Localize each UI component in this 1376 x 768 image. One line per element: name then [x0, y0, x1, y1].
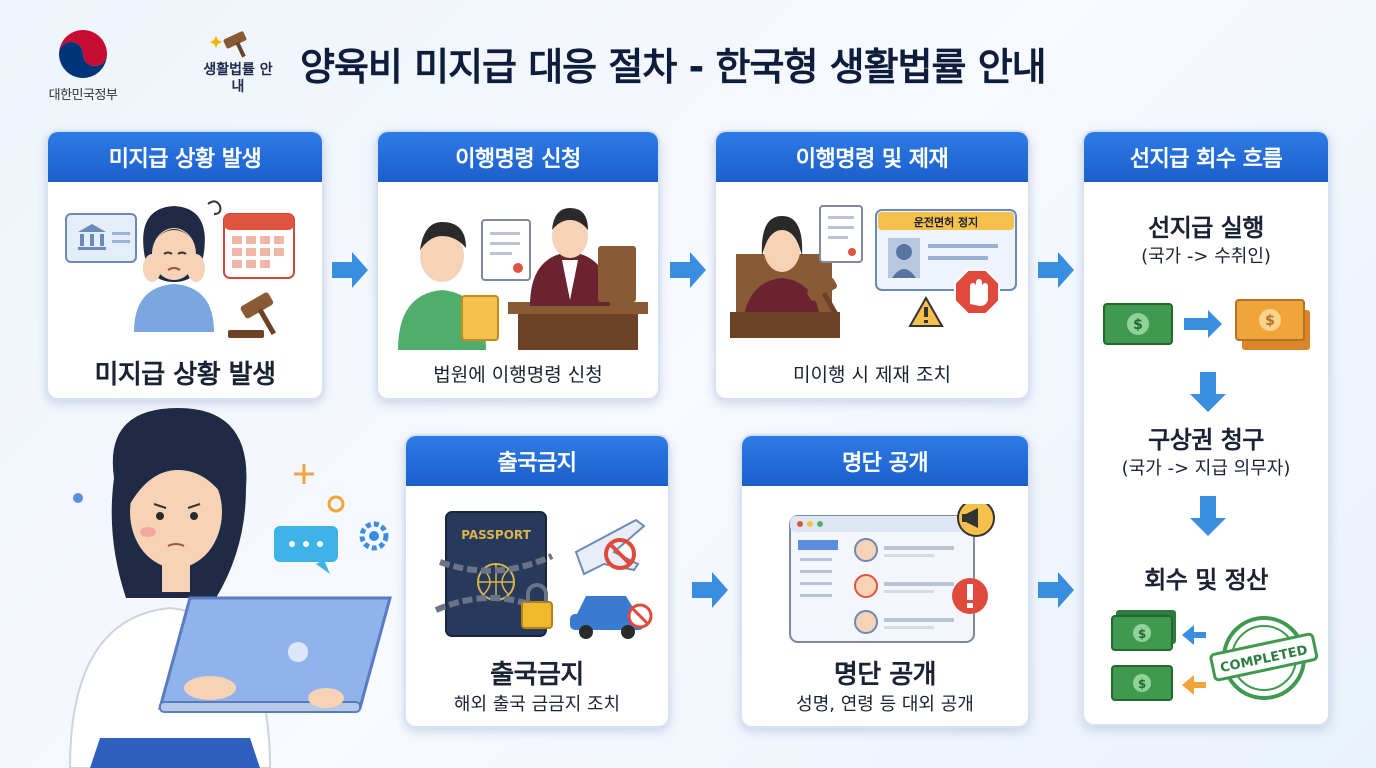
stage-sub: (국가 -> 지급 의무자)	[1121, 458, 1291, 479]
page-title: 양육비 미지급 대응 절차 - 한국형 생활법률 안내	[300, 45, 1047, 89]
bank-icon	[65, 213, 137, 263]
advance-payment-flow-card: 선지급 회수 흐름 선지급 실행 (국가 -> 수취인) $ $ 구상권 청구 …	[1082, 130, 1330, 726]
step-header: 미지급 상황 발생	[48, 132, 322, 182]
chat-bubble-icon	[274, 526, 338, 574]
car-icon	[570, 596, 653, 639]
settlement-illustration: $ $	[1111, 610, 1319, 701]
stage-sub: (국가 -> 수취인)	[1141, 246, 1271, 267]
step-caption: 성명, 연령 등 대외 공개	[796, 694, 974, 715]
gavel-icon	[807, 277, 838, 316]
stage-title: 선지급 실행	[1148, 214, 1264, 242]
sanctions-illustration	[730, 205, 1017, 338]
step-header: 출국금지	[406, 436, 668, 486]
step-header: 명단 공개	[742, 436, 1028, 486]
flow-arrow	[1038, 572, 1074, 608]
money-transfer-illustration: $ $	[1103, 299, 1310, 350]
flow-arrow	[332, 252, 368, 288]
money-stack-icon: $ $	[1111, 610, 1176, 701]
step-caption: 해외 출국 금금지 조치	[453, 694, 621, 715]
stage-title: 회수 및 정산	[1144, 566, 1268, 594]
step-card-order-request: 이행명령 신청 법원에 이행명령 신청	[376, 130, 660, 400]
stop-sign-icon	[954, 269, 1000, 315]
megaphone-icon	[957, 504, 995, 537]
flow-header: 선지급 회수 흐름	[1084, 132, 1328, 182]
step-caption-title: 출국금지	[490, 660, 584, 690]
flow-arrow	[692, 572, 728, 608]
government-logo: 대한민국정부	[28, 28, 138, 103]
money-green-icon: $	[1103, 303, 1173, 345]
svg-text:$: $	[1138, 677, 1146, 691]
court-request-illustration	[398, 208, 648, 350]
step-card-unpaid: 미지급 상황 발생	[46, 130, 324, 400]
woman-with-laptop-illustration	[68, 408, 392, 768]
alert-icon	[952, 578, 988, 614]
gear-icon	[359, 521, 389, 551]
flow-arrow	[1038, 252, 1074, 288]
gov-name: 대한민국정부	[48, 88, 118, 103]
license-label: 운전면허 정지	[913, 216, 979, 229]
taegeuk-icon	[59, 30, 107, 78]
name-list-illustration	[789, 504, 995, 643]
svg-text:$: $	[1265, 313, 1275, 329]
step-caption-title: 명단 공개	[833, 660, 937, 690]
exit-ban-illustration	[434, 511, 653, 639]
distressed-woman-illustration	[65, 200, 295, 338]
airplane-icon	[574, 518, 646, 576]
step-caption: 법원에 이행명령 신청	[433, 364, 603, 386]
badge-text: 생활법률 안내	[203, 62, 273, 95]
law-guide-badge: 생활법률 안내	[198, 30, 278, 96]
down-arrow	[1190, 496, 1226, 536]
browser-window-icon	[789, 515, 975, 643]
svg-text:$: $	[1133, 317, 1143, 333]
step-header: 이행명령 신청	[378, 132, 658, 182]
step-header: 이행명령 및 제재	[716, 132, 1028, 182]
step-caption: 미지급 상황 발생	[94, 360, 276, 390]
money-orange-icon: $	[1235, 299, 1310, 350]
step-card-public-disclosure: 명단 공개	[740, 434, 1030, 728]
step-caption: 미이행 시 제재 조치	[793, 364, 951, 386]
gavel-icon	[240, 292, 276, 336]
step-card-exit-ban: 출국금지	[404, 434, 670, 728]
down-arrow	[1190, 372, 1226, 412]
stage-title: 구상권 청구	[1148, 426, 1264, 454]
flow-arrow	[670, 252, 706, 288]
calendar-icon	[223, 213, 295, 279]
completed-stamp-icon	[1209, 616, 1319, 700]
padlock-icon	[521, 583, 553, 629]
svg-text:$: $	[1138, 627, 1146, 641]
gavel-icon	[210, 31, 247, 58]
document-icon	[481, 219, 531, 281]
passport-label: PASSPORT	[461, 528, 531, 542]
step-card-sanctions: 이행명령 및 제재	[714, 130, 1030, 400]
